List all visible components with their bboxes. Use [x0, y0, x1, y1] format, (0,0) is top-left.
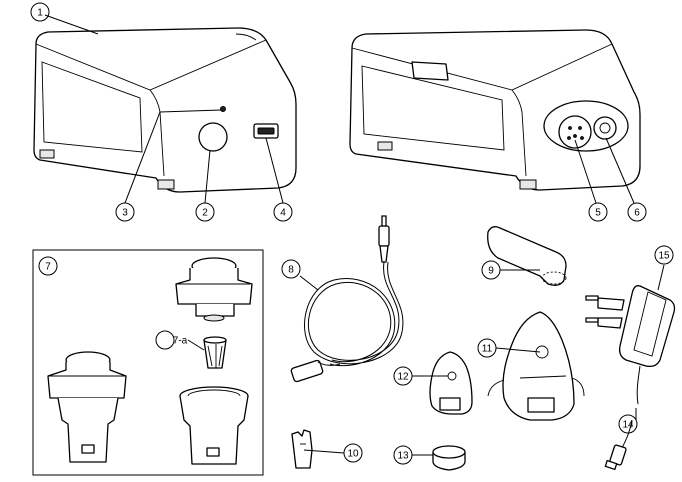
- adult-mask: [487, 311, 585, 421]
- nebulizer-assembled: [47, 351, 127, 463]
- nebulizer-unit-front: [33, 27, 297, 193]
- air-filter: [593, 116, 617, 140]
- filter-cover: [411, 61, 449, 81]
- callout-10: 10: [343, 443, 363, 463]
- callout-label-6: 6: [634, 208, 640, 219]
- leader-lines: [44, 14, 665, 456]
- spare-filter: [291, 429, 313, 469]
- callout-4: 4: [273, 202, 293, 222]
- callout-12: 12: [393, 366, 413, 386]
- callout-6: 6: [627, 202, 647, 222]
- callout-7a: 7-a: [155, 330, 188, 350]
- callout-label-13: 13: [397, 451, 409, 462]
- callout-5: 5: [588, 202, 608, 222]
- callout-label-10: 10: [347, 449, 359, 460]
- callout-label-3: 3: [122, 208, 128, 219]
- callout-2: 2: [195, 202, 215, 222]
- callout-label-1: 1: [37, 8, 43, 19]
- nebulizer-kit-box: [32, 249, 264, 476]
- callout-label-7: 7: [45, 262, 51, 273]
- callout-label-8: 8: [288, 265, 294, 276]
- callout-3: 3: [115, 202, 135, 222]
- filter-cap: [432, 445, 466, 471]
- nebulizer-bottom-part: [179, 386, 249, 465]
- callout-label-7a: 7-a: [173, 336, 188, 347]
- power-adapter: [585, 285, 676, 471]
- callout-9: 9: [481, 260, 501, 280]
- callout-label-9: 9: [488, 266, 494, 277]
- callout-13: 13: [393, 445, 413, 465]
- callout-label-5: 5: [595, 208, 601, 219]
- callout-8: 8: [281, 259, 301, 279]
- child-mask: [429, 351, 473, 415]
- callout-label-4: 4: [280, 208, 286, 219]
- callout-15: 15: [654, 245, 674, 265]
- callout-label-15: 15: [658, 251, 670, 262]
- nebulizer-top-part: [175, 257, 253, 322]
- power-button: [198, 122, 228, 152]
- nebulizer-inner-cup: [203, 336, 227, 369]
- callout-7: 7: [38, 256, 58, 276]
- callout-1: 1: [30, 2, 50, 22]
- callout-11: 11: [477, 338, 497, 358]
- indicator-light: [220, 106, 226, 112]
- callout-14: 14: [618, 414, 638, 434]
- callout-label-2: 2: [202, 208, 208, 219]
- nebulizer-unit-rear: [349, 29, 641, 191]
- mouthpiece: [487, 226, 567, 286]
- callout-label-11: 11: [482, 344, 493, 355]
- air-outlet: [558, 115, 592, 149]
- air-tubing: [290, 215, 404, 383]
- callout-label-14: 14: [622, 420, 634, 431]
- callout-label-12: 12: [397, 372, 409, 383]
